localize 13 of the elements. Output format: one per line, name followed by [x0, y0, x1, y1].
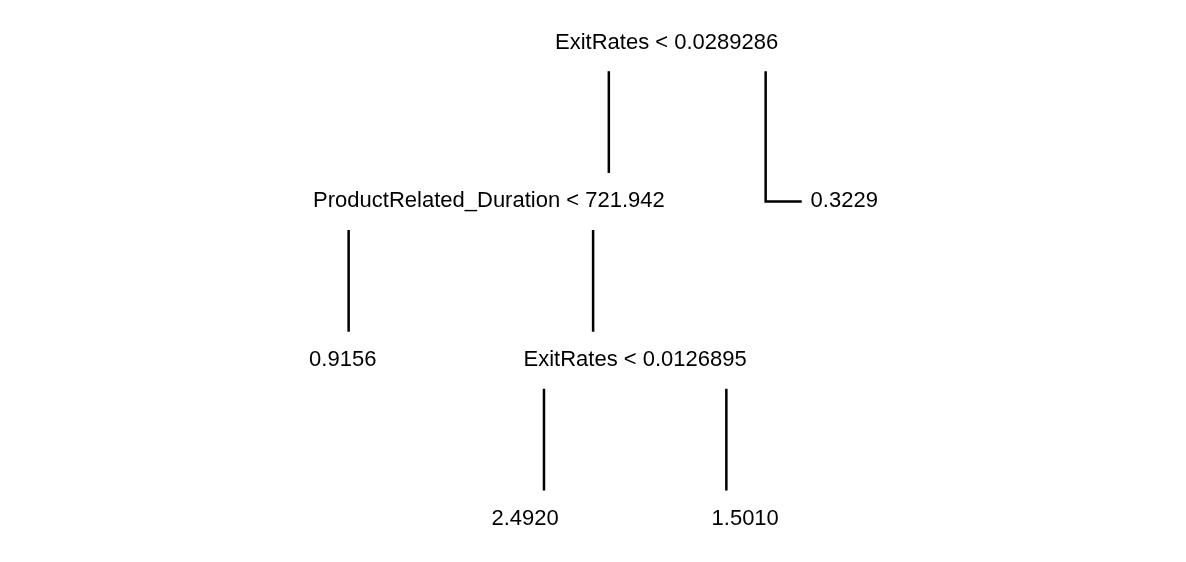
node-text: 2.4920	[490, 505, 559, 530]
connector	[724, 388, 728, 491]
node-text: 1.5010	[711, 505, 779, 530]
node-text: ExitRates < 0.0289286	[554, 28, 778, 54]
connector	[607, 71, 610, 173]
node-text: ProductRelated_Duration < 721.942	[312, 187, 665, 213]
node-text: ExitRates < 0.0126895	[523, 346, 747, 372]
connector	[346, 230, 350, 332]
node-text: 0.9156	[308, 346, 376, 372]
connector	[542, 388, 545, 491]
connector	[591, 230, 594, 332]
connector	[763, 71, 802, 203]
node-text: 0.3229	[810, 187, 878, 213]
